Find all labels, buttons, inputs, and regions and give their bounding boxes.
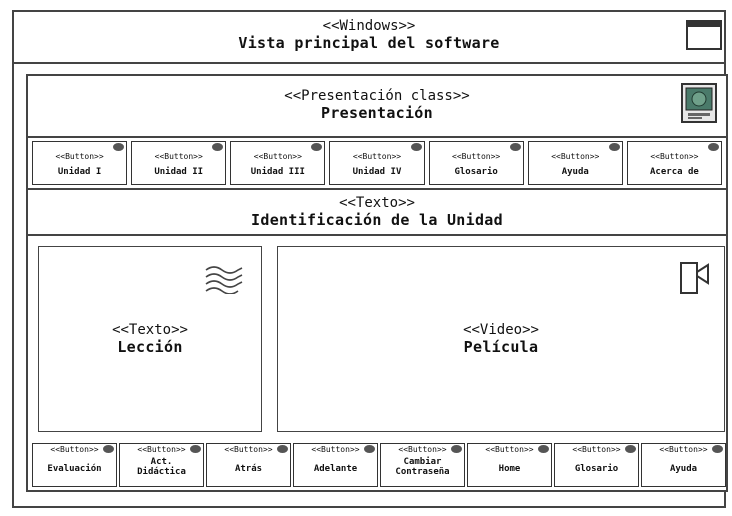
button-dot-icon — [410, 143, 422, 151]
button-stereotype: <<Button>> — [551, 152, 600, 161]
button-dot-icon — [625, 445, 636, 453]
button-stereotype: <<Button>> — [485, 445, 534, 454]
button-dot-icon — [538, 445, 549, 453]
button-stereotype: <<Button>> — [452, 152, 501, 161]
button-stereotype: <<Button>> — [311, 445, 360, 454]
presentation-name: Presentación — [321, 104, 433, 122]
button-label: Atrás — [234, 464, 263, 474]
button-dot-icon — [509, 143, 521, 151]
button-label: Glosario — [574, 464, 619, 474]
text-wave-icon — [205, 266, 243, 294]
button-label: Unidad II — [154, 167, 204, 177]
lesson-box: <<Texto>> Lección — [38, 246, 262, 432]
top-buttons-row: <<Button>> Unidad I <<Button>> Unidad II… — [26, 136, 728, 190]
window-stereotype: <<Windows>> — [322, 18, 416, 34]
button-label: Acerca de — [650, 167, 699, 177]
button-dot-icon — [364, 445, 375, 453]
top-button[interactable]: <<Button>> Unidad I — [32, 141, 128, 185]
button-dot-icon — [311, 143, 323, 151]
top-button[interactable]: <<Button>> Unidad IV — [329, 141, 425, 185]
button-label: Evaluación — [47, 464, 102, 474]
button-label: Unidad III — [250, 167, 305, 177]
button-stereotype: <<Button>> — [50, 445, 99, 454]
button-dot-icon — [212, 143, 224, 151]
button-dot-icon — [277, 445, 288, 453]
bottom-button[interactable]: <<Button>> Ayuda — [641, 443, 726, 487]
bottom-buttons-row: <<Button>> Evaluación <<Button>> Act. Di… — [32, 443, 726, 487]
button-dot-icon — [451, 445, 462, 453]
button-label: Glosario — [454, 167, 498, 177]
bottom-button[interactable]: <<Button>> Glosario — [554, 443, 639, 487]
button-label: Unidad I — [57, 167, 102, 177]
button-stereotype: <<Button>> — [253, 152, 302, 161]
video-camera-icon — [680, 262, 709, 294]
button-label: Ayuda — [669, 464, 698, 474]
bottom-button[interactable]: <<Button>> Evaluación — [32, 443, 117, 487]
button-stereotype: <<Button>> — [659, 445, 708, 454]
button-label: Adelante — [313, 464, 358, 474]
unit-id-name: Identificación de la Unidad — [251, 211, 503, 229]
bottom-button[interactable]: <<Button>> Act. Didáctica — [119, 443, 204, 487]
window-title: Vista principal del software — [238, 34, 500, 52]
button-label: Unidad IV — [352, 167, 402, 177]
button-dot-icon — [712, 445, 723, 453]
lesson-name: Lección — [117, 338, 183, 356]
window-header: <<Windows>> Vista principal del software — [12, 10, 726, 60]
lesson-stereotype: <<Texto>> — [112, 322, 188, 338]
button-label: Cambiar Contraseña — [395, 457, 450, 477]
top-button[interactable]: <<Button>> Acerca de — [626, 141, 722, 185]
button-dot-icon — [113, 143, 125, 151]
button-label: Home — [498, 464, 521, 474]
button-dot-icon — [190, 445, 201, 453]
top-button[interactable]: <<Button>> Glosario — [428, 141, 524, 185]
button-dot-icon — [707, 143, 719, 151]
button-label: Act. Didáctica — [137, 457, 186, 477]
button-dot-icon — [103, 445, 114, 453]
top-button[interactable]: <<Button>> Unidad III — [230, 141, 326, 185]
bottom-button[interactable]: <<Button>> Home — [467, 443, 552, 487]
button-stereotype: <<Button>> — [398, 445, 447, 454]
button-stereotype: <<Button>> — [572, 445, 621, 454]
bottom-button[interactable]: <<Button>> Atrás — [206, 443, 291, 487]
unit-identification: <<Texto>> Identificación de la Unidad — [26, 190, 728, 236]
button-label: Ayuda — [561, 167, 589, 177]
monitor-icon — [681, 83, 717, 123]
button-stereotype: <<Button>> — [154, 152, 203, 161]
button-stereotype: <<Button>> — [650, 152, 699, 161]
button-stereotype: <<Button>> — [55, 152, 104, 161]
bottom-button[interactable]: <<Button>> Adelante — [293, 443, 378, 487]
unit-id-stereotype: <<Texto>> — [339, 195, 415, 211]
bottom-button[interactable]: <<Button>> Cambiar Contraseña — [380, 443, 465, 487]
top-button[interactable]: <<Button>> Unidad II — [131, 141, 227, 185]
video-box: <<Video>> Película — [277, 246, 725, 432]
video-stereotype: <<Video>> — [463, 322, 539, 338]
top-button[interactable]: <<Button>> Ayuda — [527, 141, 623, 185]
video-name: Película — [463, 338, 539, 356]
button-stereotype: <<Button>> — [352, 152, 402, 161]
presentation-stereotype: <<Presentación class>> — [284, 88, 470, 104]
window-icon — [686, 20, 722, 50]
button-stereotype: <<Button>> — [224, 445, 273, 454]
presentation-header: <<Presentación class>> Presentación — [26, 74, 728, 136]
button-dot-icon — [608, 143, 620, 151]
button-stereotype: <<Button>> — [137, 445, 186, 454]
